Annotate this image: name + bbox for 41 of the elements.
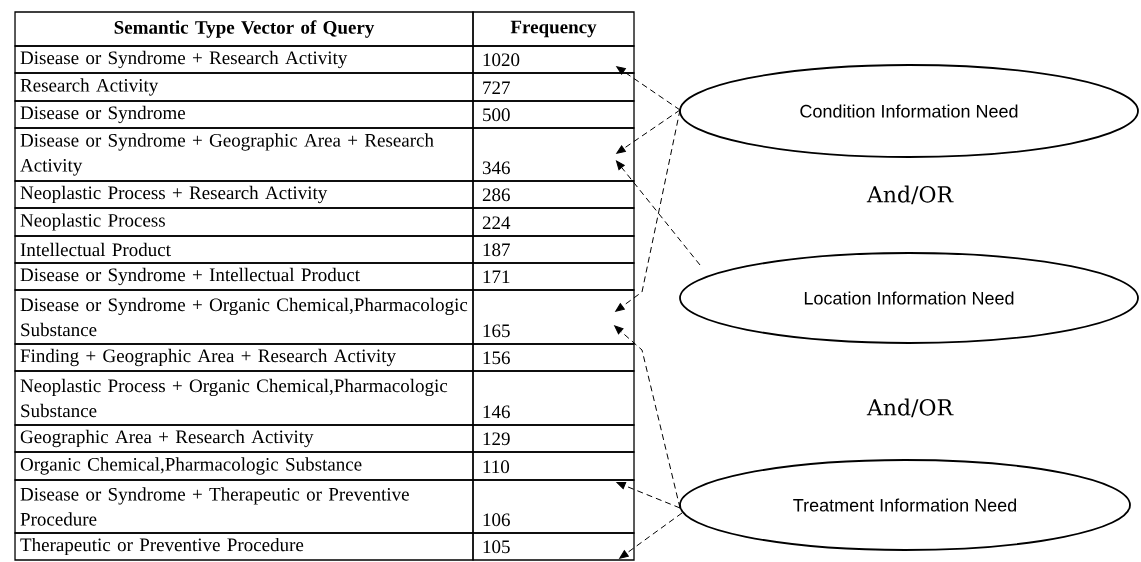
arrow — [615, 109, 681, 312]
connector-label: And/OR — [866, 185, 954, 205]
table-cell: 224 — [472, 207, 635, 237]
table-cell: 346 — [472, 127, 635, 182]
arrow — [616, 109, 681, 154]
table-cell: 110 — [472, 451, 635, 481]
table-cell: 171 — [472, 262, 635, 291]
arrow — [616, 66, 681, 111]
arrow — [616, 160, 701, 266]
table-cell: Disease or Syndrome + Organic Chemical,Pharmacologic Substance — [14, 289, 474, 345]
table-cell: 156 — [472, 343, 635, 372]
table-cell: Finding + Geographic Area + Research Activity — [14, 343, 474, 372]
arrow — [614, 325, 681, 509]
header-cell: Semantic Type Vector of Query — [14, 11, 474, 47]
table-cell: 106 — [472, 479, 635, 534]
table-cell: 146 — [472, 370, 635, 426]
table-cell: Disease or Syndrome — [14, 100, 474, 129]
arrow — [619, 512, 683, 559]
table-cell: Disease or Syndrome + Geographic Area + Research Activity — [14, 127, 474, 182]
table-cell: Disease or Syndrome + Intellectual Product — [14, 262, 474, 291]
table-cell: 105 — [472, 532, 635, 561]
table-cell: Neoplastic Process + Research Activity — [14, 180, 474, 209]
table-cell: 286 — [472, 180, 635, 209]
table-cell: 165 — [472, 289, 635, 345]
table-cell: Neoplastic Process — [14, 207, 474, 237]
table-cell: 129 — [472, 424, 635, 453]
table-cell: 187 — [472, 235, 635, 264]
table-cell: Disease or Syndrome + Research Activity — [14, 45, 474, 74]
table-cell: 1020 — [472, 45, 635, 74]
arrow — [616, 481, 681, 509]
table-cell: Disease or Syndrome + Therapeutic or Preventive Procedure — [14, 479, 474, 534]
table-cell: Therapeutic or Preventive Procedure — [14, 532, 474, 561]
connector-label: And/OR — [866, 398, 954, 418]
table-cell: Organic Chemical,Pharmacologic Substance — [14, 451, 474, 481]
table-cell: Geographic Area + Research Activity — [14, 424, 474, 453]
table-cell: 500 — [472, 100, 635, 129]
table-cell: 727 — [472, 72, 635, 102]
table-cell: Neoplastic Process + Organic Chemical,Pharmacologic Substance — [14, 370, 474, 426]
table-cell: Research Activity — [14, 72, 474, 102]
table-cell: Intellectual Product — [14, 235, 474, 264]
header-cell: Frequency — [472, 11, 635, 47]
